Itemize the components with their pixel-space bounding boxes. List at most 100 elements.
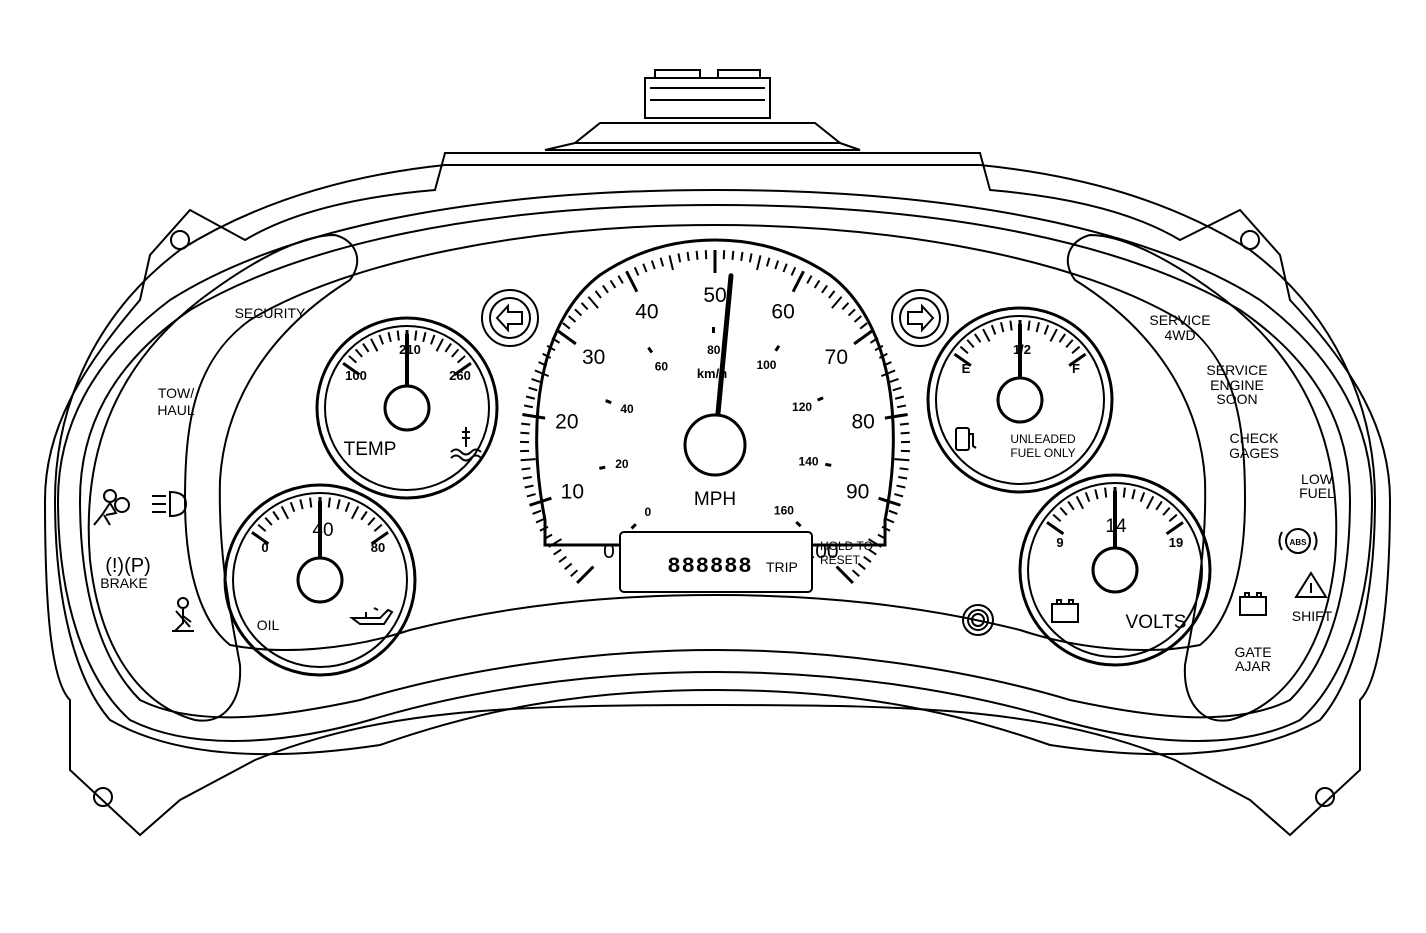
speedometer-tick (853, 315, 862, 323)
speedometer-mph-label: 90 (846, 480, 869, 503)
speedometer-ticks (520, 250, 910, 584)
bezel-inner (78, 203, 1352, 719)
top-connector (544, 69, 861, 151)
gauge-tick (396, 330, 400, 341)
low-fuel-line2: FUEL (1299, 485, 1335, 501)
gauge-tick (444, 343, 452, 353)
gauge-tick (387, 331, 392, 343)
speedometer-tick (859, 322, 868, 330)
gauge-tick (990, 324, 997, 335)
trip-label: TRIP (766, 559, 798, 575)
gauge-tick (1104, 487, 1108, 498)
speedometer-tick (896, 404, 907, 409)
brake-indicator: BRAKE (100, 575, 147, 591)
speedometer-tick (602, 284, 609, 294)
hold-to-reset-line2: RESET (820, 553, 861, 567)
gauge-tick (289, 501, 296, 513)
speedometer-tick (695, 250, 699, 260)
gauge-tick (336, 499, 341, 510)
kmh-tick (605, 399, 612, 405)
speedometer-tick (880, 369, 896, 378)
oil-mid-label: 40 (312, 520, 333, 541)
hold-to-reset-line1: HOLD TO (820, 539, 873, 553)
gauge-tick (309, 497, 313, 508)
gauge-tick (344, 501, 351, 513)
speedometer-tick (878, 352, 888, 359)
gauge-tick (1035, 322, 1040, 333)
speedometer-tick (633, 266, 640, 276)
gauge-tick (1043, 324, 1050, 335)
speedometer-tick (543, 533, 553, 540)
speedometer-kmh-label: 160 (774, 503, 794, 517)
speedometer-tick (731, 250, 735, 260)
speedometer-mph-label: 60 (771, 300, 794, 323)
speedometer-mph-label: 0 (603, 540, 615, 563)
gauge-tick (378, 334, 384, 345)
reset-knob-icon[interactable] (962, 604, 994, 636)
speedometer-tick (889, 378, 899, 383)
gauge-tick (342, 362, 361, 376)
gauge-tick (327, 497, 331, 508)
gauge-tick (1122, 487, 1126, 498)
gauge-tick (1155, 500, 1163, 511)
speedometer-tick (532, 509, 542, 515)
gauge-tick (1065, 339, 1074, 349)
gauge-tick (367, 516, 376, 526)
gauge-tick (1139, 491, 1146, 503)
speedometer-tick (756, 255, 762, 271)
speedometer-kmh-label: 140 (799, 454, 819, 468)
speedometer-tick (538, 361, 548, 367)
speedometer-tick (765, 257, 771, 267)
oil-label: OIL (257, 617, 280, 633)
bezel-outer (56, 188, 1374, 742)
tow-haul-line2: HAUL (157, 402, 195, 418)
volts-low-label: 9 (1056, 535, 1063, 550)
gauge-tick (1168, 513, 1178, 523)
speedometer-mph-label: 20 (555, 411, 578, 434)
speedometer-tick (528, 386, 538, 392)
odometer-display: 888888 (667, 554, 752, 579)
speedometer-tick (534, 369, 550, 378)
gauge-tick (1027, 320, 1031, 331)
gauge-tick (1000, 322, 1005, 333)
speedometer-tick (574, 308, 583, 317)
gauge-tick (1052, 513, 1062, 523)
volts-label: VOLTS (1126, 612, 1187, 633)
kmh-tick (795, 520, 802, 528)
service-4wd-line1: SERVICE (1149, 312, 1210, 328)
speedometer-tick (782, 263, 788, 273)
gauge-tick (280, 505, 290, 520)
speedometer-kmh-label: 60 (655, 360, 669, 374)
check-gages-line2: GAGES (1229, 445, 1279, 461)
speedometer-tick (867, 538, 882, 548)
gauge-tick (1131, 489, 1136, 500)
gauge-tick (1049, 328, 1058, 342)
speedometer-tick (806, 275, 813, 284)
gauge-tick (251, 531, 270, 546)
kmh-tick (630, 523, 637, 530)
speedometer-mph-label: 10 (561, 480, 584, 503)
speedometer-tick (841, 302, 850, 311)
kmh-tick (825, 462, 832, 467)
speedometer-tick (617, 275, 624, 284)
seatbelt-icon (172, 597, 194, 632)
gauge-tick (1058, 333, 1066, 343)
speedometer-tick (546, 344, 556, 352)
gauge-tick (1068, 352, 1087, 367)
speedometer-tick (531, 378, 541, 383)
gauge-tick (1165, 521, 1184, 536)
check-gages-line1: CHECK (1229, 430, 1279, 446)
gauge-tick (350, 505, 360, 520)
gate-ajar-line2: AJAR (1235, 658, 1271, 674)
speedometer-tick (625, 270, 639, 293)
speedometer-tick (564, 562, 573, 571)
speedometer-tick (576, 565, 595, 584)
kmh-tick (599, 465, 606, 470)
speedometer-tick (828, 290, 836, 299)
temp-mid-label: 210 (399, 342, 421, 357)
low-fuel-line1: LOW (1301, 471, 1334, 487)
speedometer-tick (740, 251, 744, 261)
speedometer-tick (580, 302, 589, 311)
gauge-tick (299, 499, 304, 510)
speedometer-tick (894, 493, 904, 498)
